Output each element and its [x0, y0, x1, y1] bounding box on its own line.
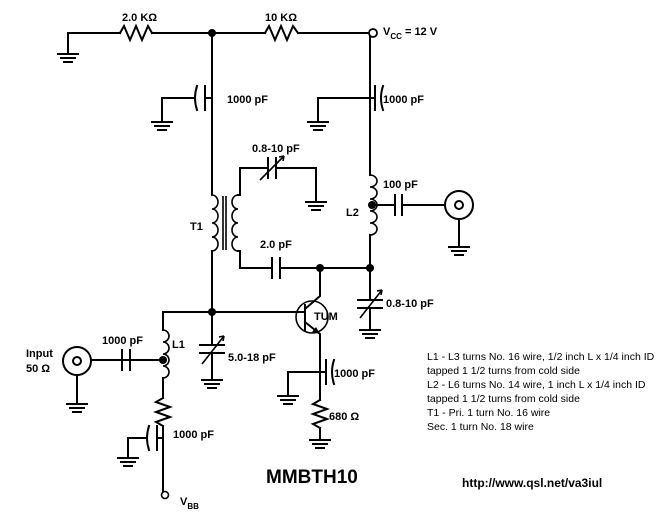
note-line-2: tapped 1 1/2 turns from cold side [427, 365, 580, 377]
input-label: Input [26, 348, 53, 360]
note-line-1: L1 - L3 turns No. 16 wire, 1/2 inch L x … [427, 351, 655, 363]
base-network [62, 308, 225, 500]
c-feedback-label: 2.0 pF [260, 239, 292, 251]
c-bypass-left-label: 1000 pF [227, 94, 268, 106]
c-trim-right-label: 0.8-10 pF [386, 298, 434, 310]
top-rail [57, 23, 378, 63]
c-emitter-label: 1000 pF [334, 368, 375, 380]
right-trimmer [357, 267, 383, 339]
c-trim-base-label: 5.0-18 pF [228, 352, 276, 364]
l1-label: L1 [172, 339, 185, 351]
note-line-5: T1 - Pri. 1 turn No. 16 wire [427, 407, 550, 419]
c-bypass-right-label: 1000 pF [383, 94, 424, 106]
c-input-label: 1000 pF [102, 335, 143, 347]
c-vbb-label: 1000 pF [173, 429, 214, 441]
diagram-title: MMBTH10 [266, 467, 358, 488]
c-output-label: 100 pF [383, 179, 418, 191]
t1-secondary-loop [237, 155, 374, 279]
transistor-tum [211, 267, 336, 449]
note-line-3: L2 - L6 turns No. 14 wire, 1 inch L x 1/… [427, 379, 646, 391]
vbb-label: VBB [180, 496, 199, 511]
left-supply-line [151, 32, 239, 313]
l2-label: L2 [346, 207, 359, 219]
transistor-label: TUM [314, 311, 338, 323]
input-impedance-label: 50 Ω [26, 363, 50, 375]
note-line-4: tapped 1 1/2 turns from cold side [427, 393, 580, 405]
vcc-label: VCC = 12 V [383, 26, 438, 41]
notes-block: L1 - L3 turns No. 16 wire, 1/2 inch L x … [427, 351, 655, 433]
r-top-right-label: 10 KΩ [265, 12, 297, 24]
note-line-6: Sec. 1 turn No. 18 wire [427, 421, 534, 433]
c-trim-top-label: 0.8-10 pF [252, 143, 300, 155]
r-emitter-label: 680 Ω [329, 411, 359, 423]
right-supply-line [307, 36, 474, 301]
t1-label: T1 [190, 221, 203, 233]
source-url[interactable]: http://www.qsl.net/va3iul [462, 476, 602, 490]
r-top-left-label: 2.0 KΩ [122, 12, 157, 24]
